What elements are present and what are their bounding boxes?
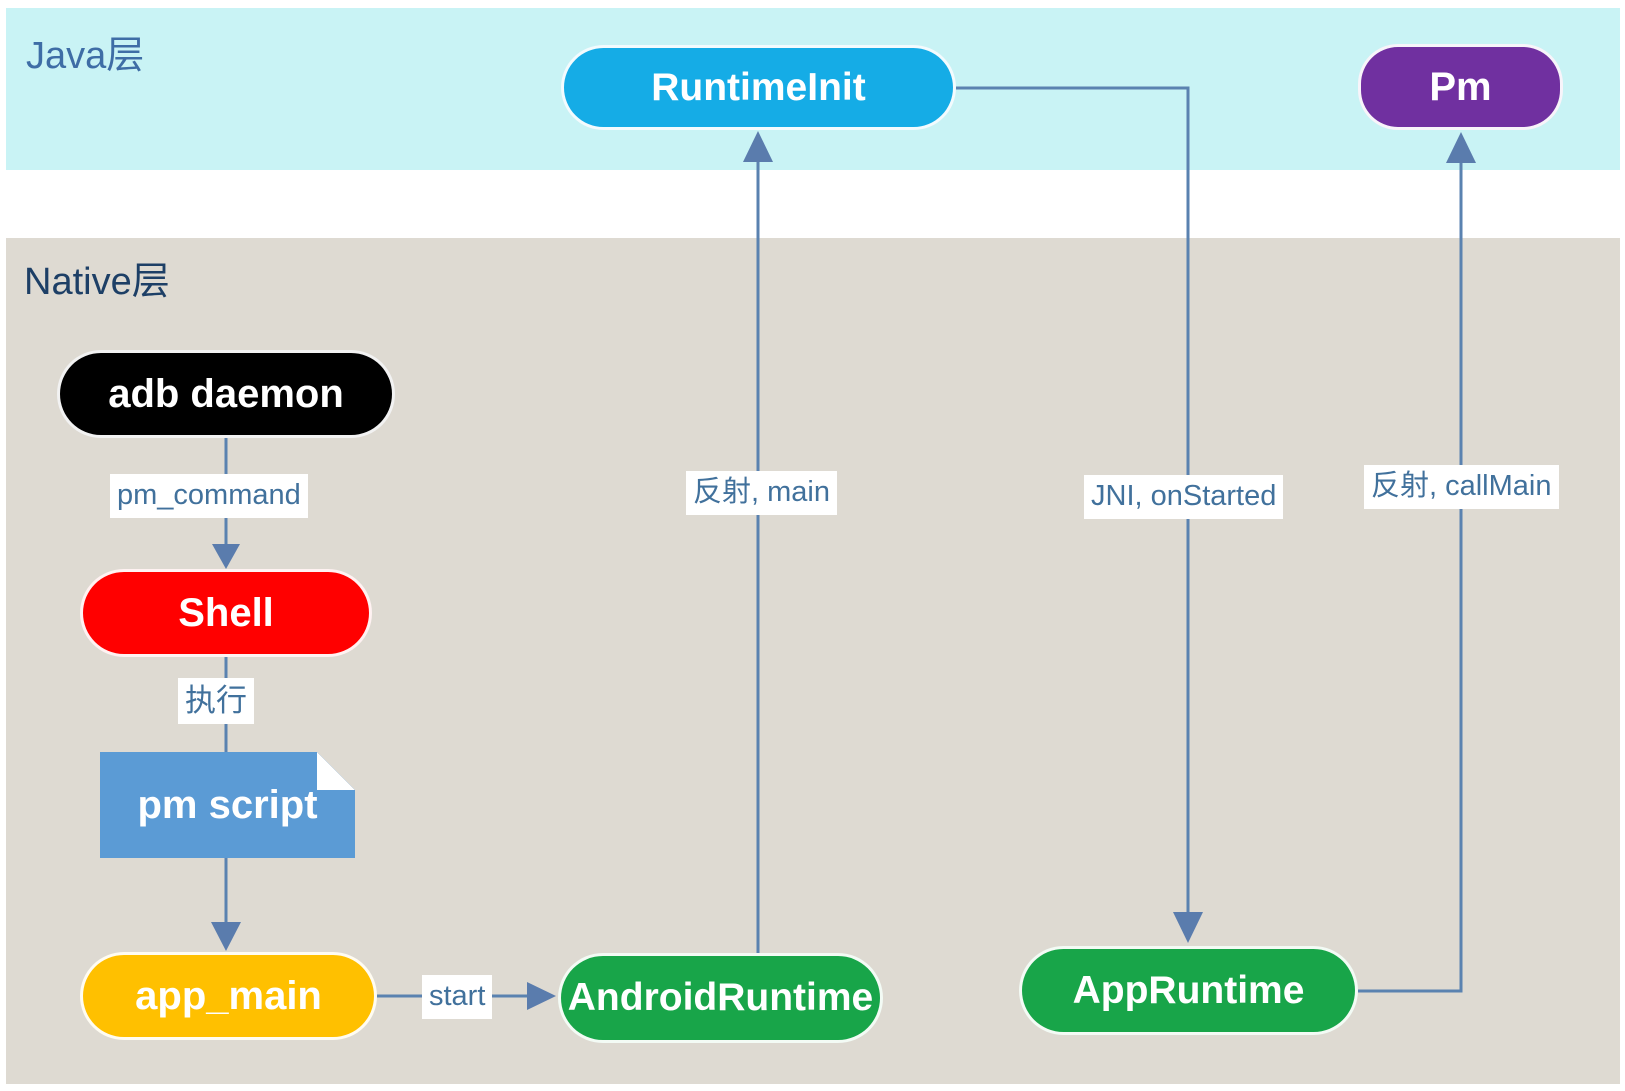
node-shell-label: Shell bbox=[178, 590, 274, 635]
node-runtime-init: RuntimeInit bbox=[561, 45, 956, 130]
node-pm: Pm bbox=[1358, 44, 1563, 130]
java-layer-label: Java层 bbox=[26, 35, 145, 77]
node-adb-daemon-label: adb daemon bbox=[108, 371, 344, 416]
edge-label-exec: 执行 bbox=[178, 678, 254, 725]
node-adb-daemon: adb daemon bbox=[57, 350, 395, 438]
edge-label-jni-onstarted: JNI, onStarted bbox=[1084, 475, 1284, 519]
node-android-runtime: AndroidRuntime bbox=[558, 953, 883, 1043]
edge-label-reflect-main: 反射, main bbox=[686, 471, 837, 515]
node-pm-script: pm script bbox=[100, 752, 355, 858]
node-pm-label: Pm bbox=[1429, 64, 1492, 109]
node-android-runtime-label: AndroidRuntime bbox=[567, 976, 874, 1019]
node-runtime-init-label: RuntimeInit bbox=[651, 65, 866, 109]
node-app-runtime: AppRuntime bbox=[1019, 946, 1358, 1035]
node-app-runtime-label: AppRuntime bbox=[1072, 968, 1305, 1012]
native-layer-label: Native层 bbox=[24, 261, 170, 303]
edge-label-pm-command: pm_command bbox=[110, 474, 308, 518]
node-pm-script-label: pm script bbox=[137, 782, 318, 827]
edge-label-reflect-callmain: 反射, callMain bbox=[1364, 465, 1559, 509]
edge-label-start: start bbox=[422, 975, 493, 1019]
node-app-main: app_main bbox=[80, 952, 377, 1040]
node-shell: Shell bbox=[80, 569, 372, 657]
node-app-main-label: app_main bbox=[135, 973, 322, 1018]
